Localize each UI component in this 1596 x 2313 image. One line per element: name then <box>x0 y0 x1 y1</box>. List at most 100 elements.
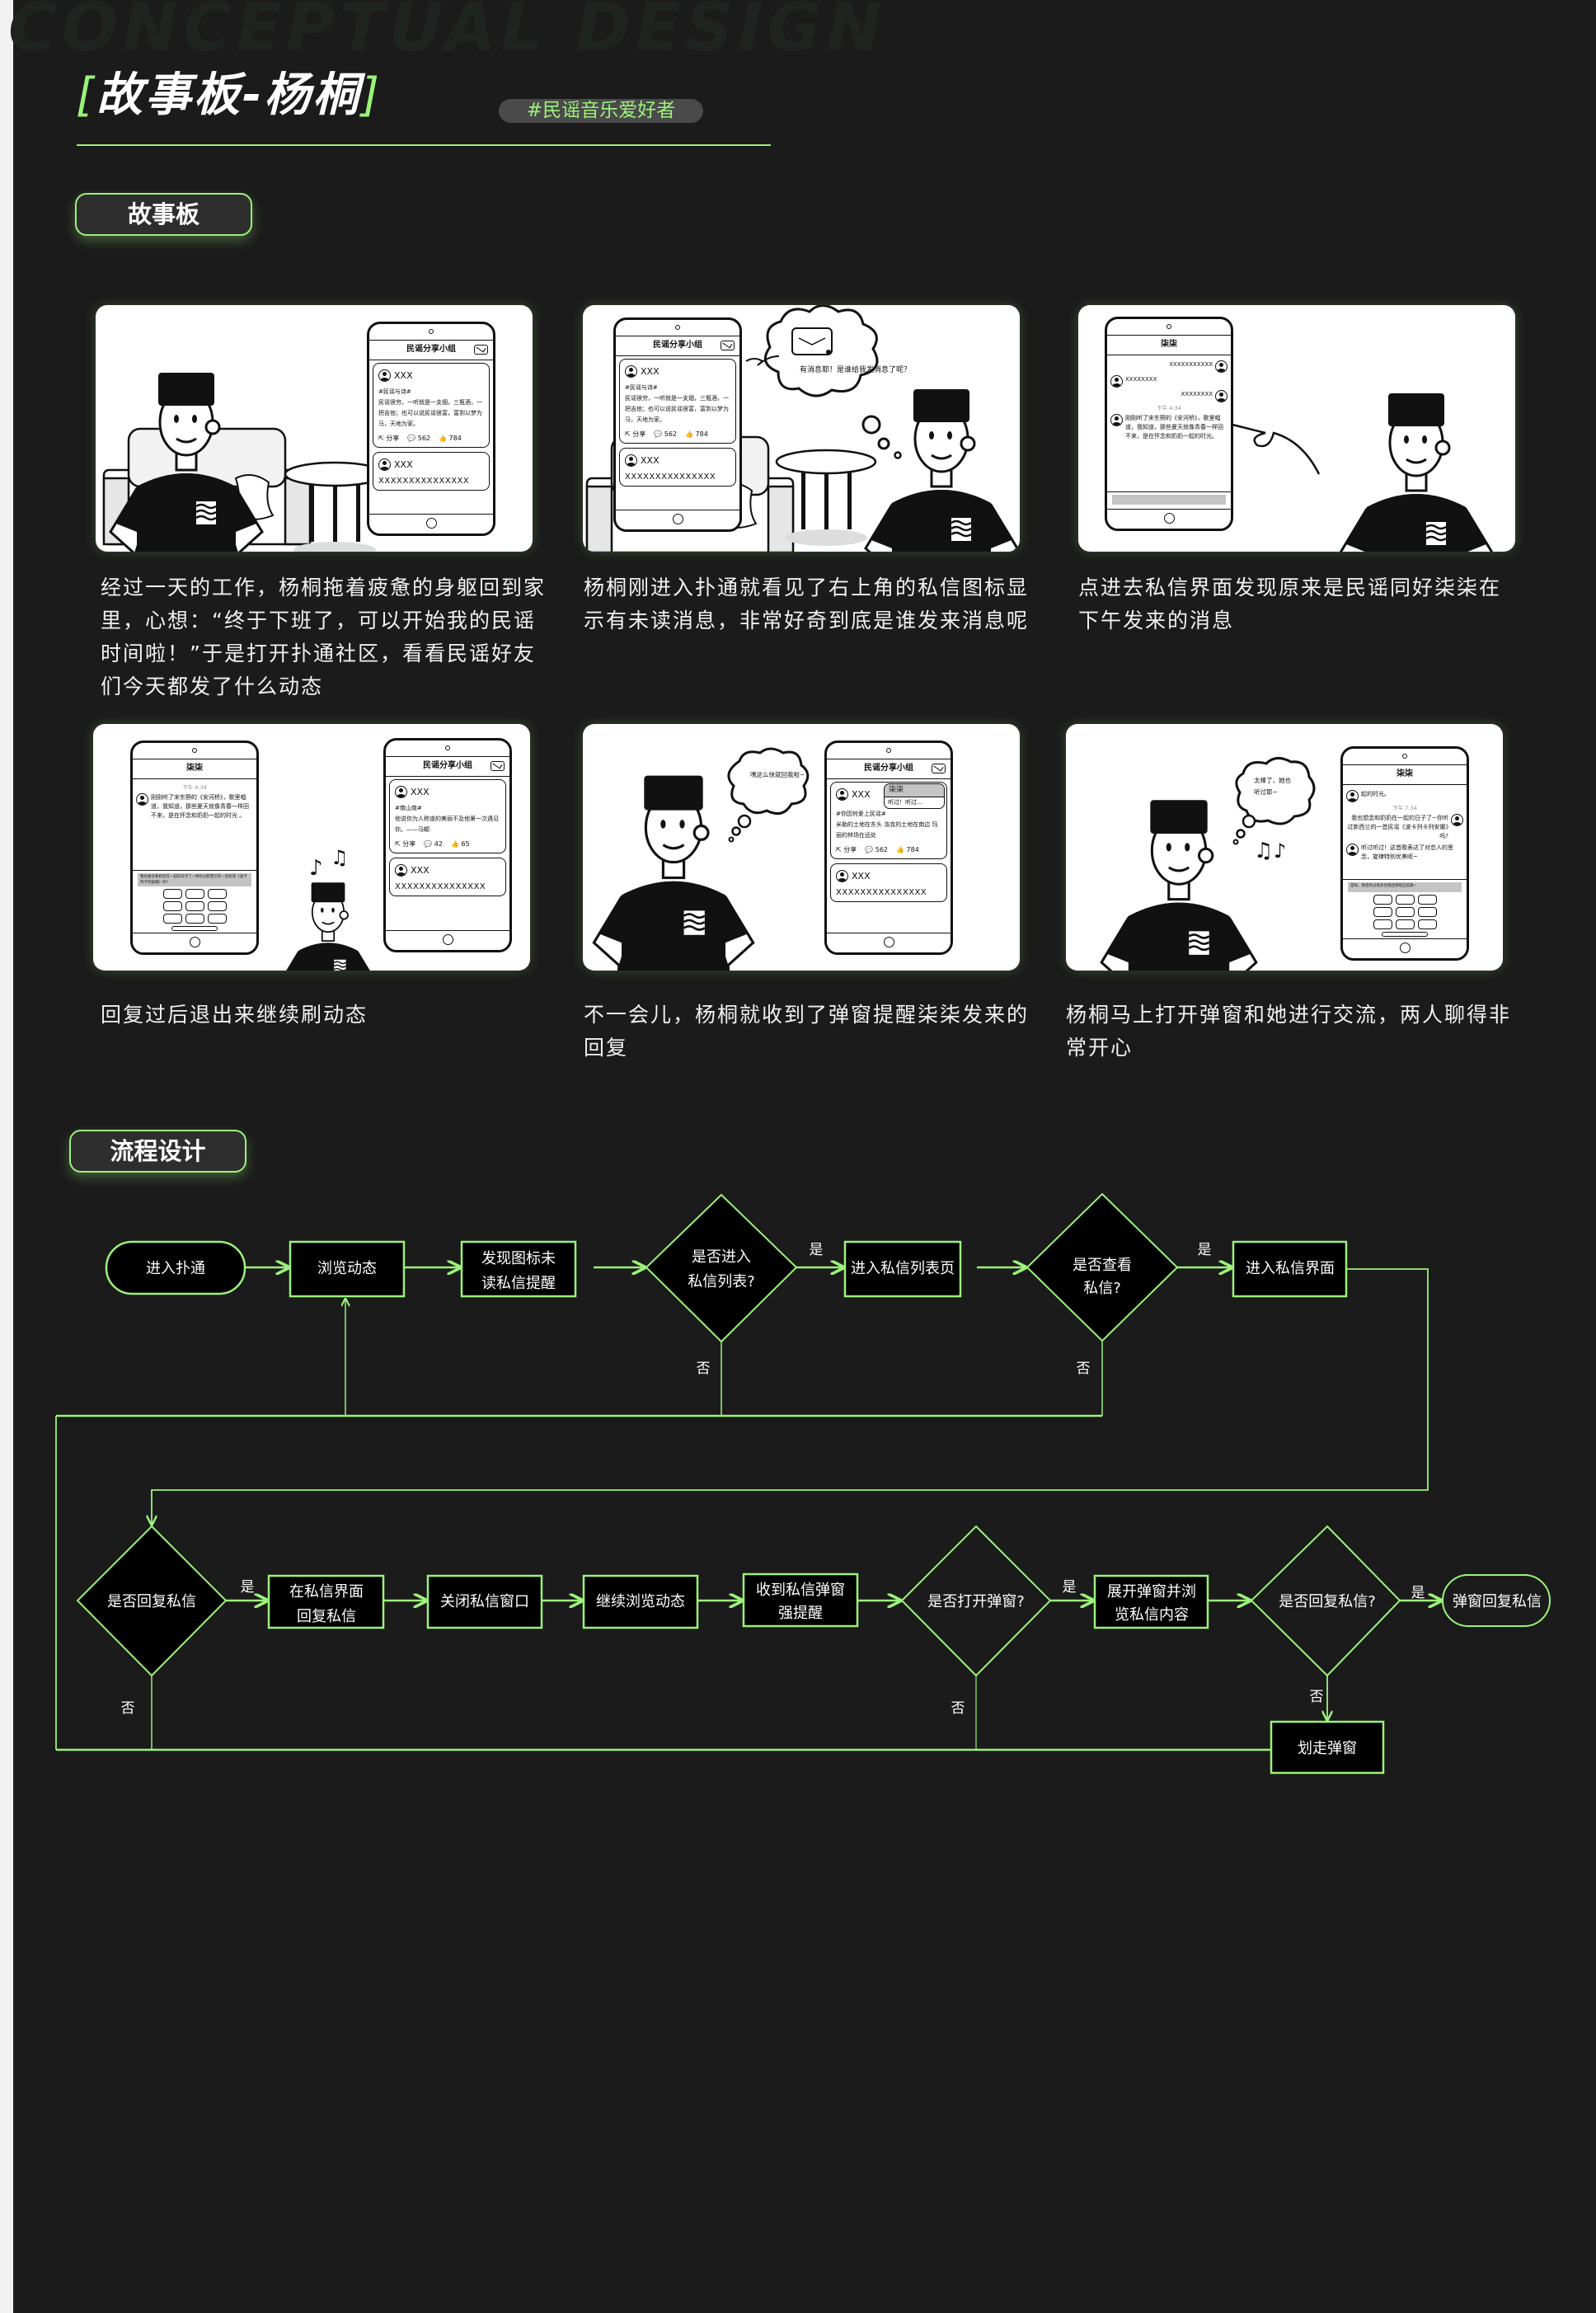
home-button-icon[interactable] <box>1163 513 1175 524</box>
like-count[interactable]: 👍 784 <box>896 846 919 853</box>
keyboard-spacebar[interactable] <box>171 926 218 931</box>
share-button[interactable]: ⇱ 分享 <box>625 430 646 438</box>
chat-input[interactable] <box>1112 495 1226 505</box>
person-illustration <box>281 881 375 971</box>
comment-count[interactable]: 💬 562 <box>865 846 889 853</box>
message-text: 起的时光。 <box>1361 791 1390 797</box>
caption-line: 们今天都发了什么动态 <box>101 675 324 698</box>
like-count[interactable]: 👍 784 <box>685 430 708 438</box>
thought-text: 太棒了，她也听过耶~ <box>1254 777 1291 796</box>
home-button-icon[interactable] <box>883 937 894 947</box>
post-hashtag: #你因何爱上民谣# <box>836 811 886 817</box>
keyboard-key[interactable] <box>185 914 204 924</box>
post-stats: ⇱ 分享 💬 562 👍 784 <box>625 429 730 440</box>
caption-6: 杨桐马上打开弹窗和她进行交流，两人聊得非常开心 <box>1066 999 1511 1065</box>
keyboard-key[interactable] <box>1395 895 1415 905</box>
branch-yes: 是 <box>810 1242 824 1258</box>
home-button-icon[interactable] <box>442 934 453 945</box>
keyboard-key[interactable] <box>162 914 182 924</box>
post-username: XXX <box>641 454 660 466</box>
caption-line: 回复 <box>584 1036 629 1060</box>
keyboard-key[interactable] <box>1373 895 1392 905</box>
keyboard[interactable] <box>1343 895 1467 929</box>
home-button-icon[interactable] <box>189 937 200 947</box>
flow-node-notice <box>460 1240 577 1298</box>
avatar-icon <box>1110 375 1123 388</box>
envelope-icon <box>791 327 833 355</box>
branch-no: 否 <box>1310 1689 1324 1705</box>
thought-bubble <box>1235 757 1316 825</box>
branch-no: 否 <box>121 1700 135 1717</box>
keyboard-key[interactable] <box>207 901 227 911</box>
keyboard-key[interactable] <box>1373 919 1392 929</box>
flow-node-swipe <box>1270 1720 1385 1775</box>
chat-input[interactable]: 是呀，我还听过很多合唱团演唱这首歌~ <box>1348 882 1462 892</box>
keyboard-key[interactable] <box>162 889 182 899</box>
home-button-icon[interactable] <box>672 514 683 524</box>
message-text: XXXXXXXX <box>1125 376 1157 383</box>
person-illustration <box>1339 392 1494 552</box>
flow-label: 是否打开弹窗? <box>927 1593 1025 1610</box>
share-button[interactable]: ⇱ 分享 <box>836 846 857 853</box>
comment-count[interactable]: 💬 562 <box>654 430 678 438</box>
post-author: XXX <box>625 452 730 468</box>
chat-input[interactable]: 我也想念和奶奶在一起的日子了~你听过新西兰的一首民谣《波卡列卡列安娜》吗? <box>138 873 251 886</box>
keyboard-key[interactable] <box>1373 907 1392 917</box>
phone-bottom-bar <box>827 933 951 952</box>
flow-decision-open <box>900 1525 1052 1677</box>
keyboard-key[interactable] <box>207 889 227 899</box>
message-text: XXXXXXXXXXX <box>1169 361 1213 368</box>
comment-count[interactable]: 💬 562 <box>407 435 431 442</box>
home-button-icon[interactable] <box>1399 943 1411 953</box>
keyboard-key[interactable] <box>185 889 204 899</box>
avatar-icon <box>378 458 391 471</box>
keyboard-key[interactable] <box>162 901 182 911</box>
share-button[interactable]: ⇱ 分享 <box>395 840 416 848</box>
like-count[interactable]: 👍 784 <box>439 435 462 442</box>
feed-post: XXX#你因何爱上民谣#米勒的土地在东头 洛克的土地在南边 玛丽的林场在远处⇱ … <box>830 782 947 859</box>
flow-label: 继续浏览动态 <box>596 1593 685 1610</box>
mail-icon[interactable] <box>474 345 488 355</box>
mail-icon[interactable] <box>932 764 946 773</box>
phone-bottom-bar <box>616 510 739 529</box>
camera-icon <box>429 329 434 334</box>
comment-count[interactable]: 💬 42 <box>424 840 443 848</box>
keyboard[interactable] <box>133 889 256 924</box>
avatar-icon <box>395 785 407 798</box>
keyboard-key[interactable] <box>1395 907 1415 917</box>
title-bracket-close: ] <box>361 68 382 122</box>
caption-line: 示有未读消息，非常好奇到底是谁发来消息呢 <box>584 609 1030 632</box>
scene-illustration <box>585 305 1019 552</box>
home-button-icon[interactable] <box>425 518 437 529</box>
share-button[interactable]: ⇱ 分享 <box>378 435 400 442</box>
message-text: 我也想念和奶奶在一起的日子了~你听过新西兰的一首民谣《波卡列卡列安娜》吗? <box>1347 815 1449 839</box>
keyboard-key[interactable] <box>185 901 204 911</box>
keyboard-spacebar[interactable] <box>1382 932 1428 937</box>
mail-icon[interactable] <box>491 761 505 771</box>
keyboard-key[interactable] <box>1417 907 1437 917</box>
keyboard-key[interactable] <box>207 914 227 924</box>
chat-message: XXXXXXXXXXX <box>1110 360 1228 373</box>
like-count[interactable]: 👍 65 <box>450 840 470 848</box>
message-popup[interactable]: 柒柒听过！听过... <box>884 783 945 809</box>
flow-label: 在私信界面 <box>289 1583 364 1601</box>
post-author: XXX <box>836 867 941 884</box>
keyboard-key[interactable] <box>1417 919 1437 929</box>
chat-message: 起的时光。 <box>1346 790 1463 802</box>
post-hashtag: #民谣与诗# <box>625 384 658 391</box>
post-text: 民谣很穷，一听就是一支烟，三瓶酒，一把吉他；也可以说民谣很富，富到以梦为马，天地… <box>378 399 482 427</box>
phone-header: 柒柒 <box>133 759 256 779</box>
keyboard-key[interactable] <box>1417 895 1437 905</box>
phone-content: XXX#你因何爱上民谣#米勒的土地在东头 洛克的土地在南边 玛丽的林场在远处⇱ … <box>827 779 951 933</box>
phone-content: XXX#南山南#他说你为人称道的美丽不及他第一次遇见你。——马頔⇱ 分享💬 42… <box>386 777 509 930</box>
camera-icon <box>675 325 680 330</box>
keyboard-key[interactable] <box>1395 919 1415 929</box>
mail-icon[interactable] <box>721 341 735 350</box>
scene-illustration <box>592 747 810 971</box>
camera-icon <box>1166 324 1171 329</box>
phone-top-bar <box>386 740 509 757</box>
